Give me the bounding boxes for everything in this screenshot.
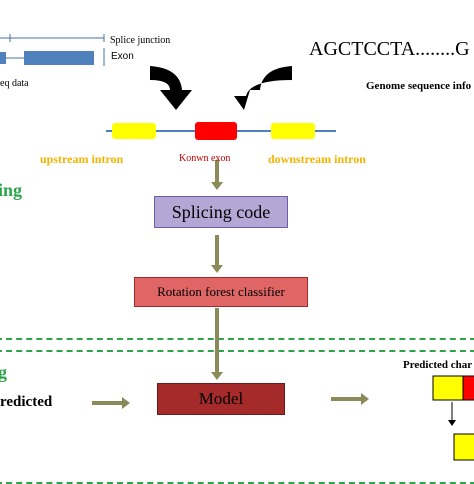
flow-arrows	[92, 160, 369, 409]
predicted-left-label: redicted	[0, 394, 53, 410]
section-one-label: ing	[0, 180, 23, 200]
exon-block-left	[0, 52, 6, 64]
arrow-to-model-head	[211, 372, 223, 380]
splicing-code-box: Splicing code	[154, 196, 288, 228]
downstream-intron-block	[271, 123, 315, 139]
model-label: Model	[198, 389, 244, 408]
arrow-model-to-right-shaft	[331, 397, 361, 401]
predicted-yellow-box	[432, 375, 464, 401]
exon-block-main	[24, 51, 94, 65]
predicted-right-label: Predicted char	[403, 359, 473, 371]
arrow-left-to-model-shaft	[92, 401, 122, 405]
arrow-to-splicing-head	[211, 182, 223, 190]
arrow-to-classifier-head	[211, 265, 223, 273]
model-box: Model	[157, 383, 285, 415]
diagram-graphics	[0, 34, 474, 461]
classifier-label: Rotation forest classifier	[157, 284, 285, 299]
arrow-left-to-model-head	[122, 397, 130, 409]
predicted-down-arrow-icon	[448, 420, 456, 426]
sequence-text: AGCTCCTA........G	[309, 38, 470, 60]
splice-junction-label: Splice junction	[110, 35, 171, 46]
arrow-model-to-right-head	[361, 393, 369, 405]
arrow-to-splicing-shaft	[215, 160, 219, 182]
top-panel-border	[0, 0, 474, 340]
curved-arrow-right-icon	[234, 66, 292, 110]
known-exon-block	[195, 122, 237, 140]
predicted-red-box	[462, 375, 474, 401]
rnaseq-illustration	[0, 34, 105, 66]
splicing-code-label: Splicing code	[171, 201, 271, 222]
exon-label: Exon	[111, 51, 134, 62]
predicted-boxes	[432, 375, 474, 461]
section-two-label: g	[0, 362, 7, 382]
classifier-box: Rotation forest classifier	[134, 277, 308, 307]
exon-track	[106, 122, 336, 140]
downstream-intron-label: downstream intron	[268, 152, 366, 166]
arrow-to-model-shaft	[215, 308, 219, 372]
known-exon-label: Konwn exon	[179, 153, 231, 164]
arrow-to-classifier-shaft	[215, 235, 219, 265]
genome-sequence-label: Genome sequence info	[366, 80, 472, 92]
upstream-intron-label: upstream intron	[40, 152, 124, 166]
predicted-result-box	[453, 433, 474, 461]
rnaseq-label: eq data	[0, 78, 29, 89]
upstream-intron-block	[112, 123, 156, 139]
curved-arrow-left-icon	[150, 66, 192, 110]
